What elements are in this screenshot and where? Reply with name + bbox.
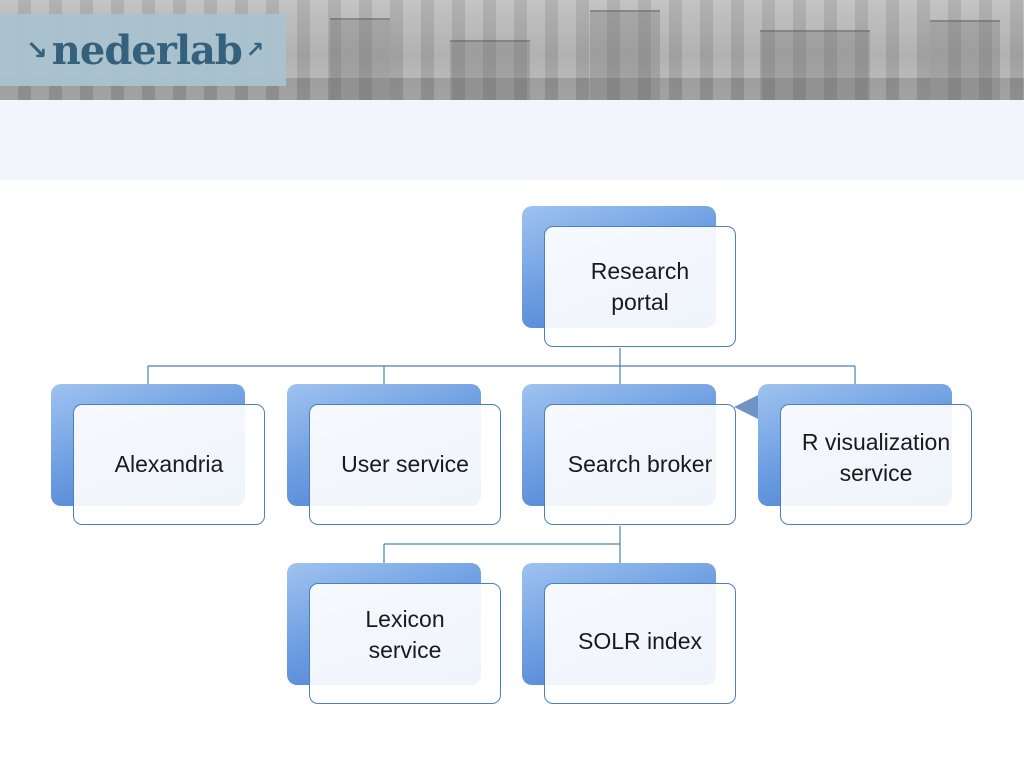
banner-building — [930, 20, 1000, 100]
node-label: Lexicon service — [365, 605, 445, 663]
banner-building — [330, 18, 390, 100]
node-card: Alexandria — [73, 404, 265, 525]
node-solr-index[interactable]: SOLR index — [522, 563, 736, 704]
node-lexicon-service[interactable]: Lexicon service — [287, 563, 501, 704]
banner-building — [590, 10, 660, 100]
header-banner: ↘ nederlab ↗ — [0, 0, 1024, 100]
node-user-service[interactable]: User service — [287, 384, 501, 525]
node-label: Alexandria — [114, 451, 224, 477]
node-card: Search broker — [544, 404, 736, 525]
node-card: R visualization service — [780, 404, 972, 525]
node-card: Lexicon service — [309, 583, 501, 704]
node-card: SOLR index — [544, 583, 736, 704]
arrow-up-right-icon: ↗ — [245, 37, 265, 62]
node-alexandria[interactable]: Alexandria — [51, 384, 265, 525]
logo-text: nederlab — [51, 26, 243, 74]
node-card: User service — [309, 404, 501, 525]
title-area — [0, 100, 1024, 180]
banner-building — [450, 40, 530, 100]
nederlab-logo[interactable]: ↘ nederlab ↗ — [0, 14, 286, 86]
node-card: Research portal — [544, 226, 736, 347]
banner-building — [760, 30, 870, 100]
arrow-down-right-icon: ↘ — [26, 34, 48, 65]
node-research-portal[interactable]: Research portal — [522, 206, 736, 347]
node-label: R visualization service — [801, 428, 951, 486]
node-label: Research portal — [590, 257, 690, 315]
node-search-broker[interactable]: Search broker — [522, 384, 736, 525]
node-label: User service — [341, 451, 469, 477]
node-r-visualization[interactable]: R visualization service — [758, 384, 972, 525]
node-label: Search broker — [567, 451, 713, 477]
node-label: SOLR index — [577, 628, 702, 654]
